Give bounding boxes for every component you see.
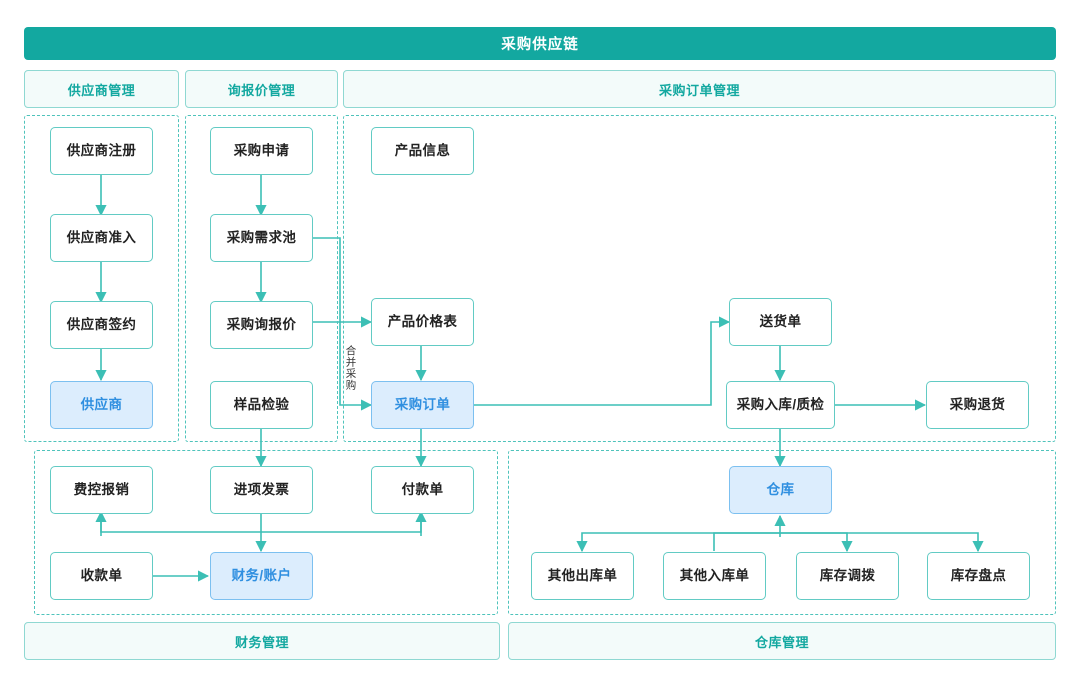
node-receipt-note[interactable]: 收款单: [50, 552, 153, 600]
node-purchase-quote[interactable]: 采购询报价: [210, 301, 313, 349]
edge-label-merge-purchase: 合并采购: [344, 344, 357, 392]
node-warehouse[interactable]: 仓库: [729, 466, 832, 514]
node-price-list[interactable]: 产品价格表: [371, 298, 474, 346]
section-header-finance[interactable]: 财务管理: [24, 622, 500, 660]
group-purchase-order: [343, 115, 1056, 442]
section-header-warehouse[interactable]: 仓库管理: [508, 622, 1056, 660]
group-finance: [34, 450, 498, 615]
node-demand-pool[interactable]: 采购需求池: [210, 214, 313, 262]
node-finance-account[interactable]: 财务/账户: [210, 552, 313, 600]
node-stock-count[interactable]: 库存盘点: [927, 552, 1030, 600]
node-supplier[interactable]: 供应商: [50, 381, 153, 429]
group-quotation: [185, 115, 338, 442]
node-inbound-qc[interactable]: 采购入库/质检: [726, 381, 835, 429]
node-input-invoice[interactable]: 进项发票: [210, 466, 313, 514]
node-supplier-register[interactable]: 供应商注册: [50, 127, 153, 175]
node-other-inbound[interactable]: 其他入库单: [663, 552, 766, 600]
node-purchase-request[interactable]: 采购申请: [210, 127, 313, 175]
node-delivery-note[interactable]: 送货单: [729, 298, 832, 346]
node-purchase-return[interactable]: 采购退货: [926, 381, 1029, 429]
page-title: 采购供应链: [24, 27, 1056, 60]
node-other-outbound[interactable]: 其他出库单: [531, 552, 634, 600]
group-supplier: [24, 115, 179, 442]
node-supplier-access[interactable]: 供应商准入: [50, 214, 153, 262]
section-header-quotation[interactable]: 询报价管理: [185, 70, 338, 108]
node-payment-note[interactable]: 付款单: [371, 466, 474, 514]
node-purchase-order[interactable]: 采购订单: [371, 381, 474, 429]
group-warehouse: [508, 450, 1056, 615]
node-sample-check[interactable]: 样品检验: [210, 381, 313, 429]
node-product-info[interactable]: 产品信息: [371, 127, 474, 175]
section-header-supplier[interactable]: 供应商管理: [24, 70, 179, 108]
section-header-purchase-order[interactable]: 采购订单管理: [343, 70, 1056, 108]
node-supplier-contract[interactable]: 供应商签约: [50, 301, 153, 349]
node-expense-claim[interactable]: 费控报销: [50, 466, 153, 514]
node-stock-transfer[interactable]: 库存调拨: [796, 552, 899, 600]
